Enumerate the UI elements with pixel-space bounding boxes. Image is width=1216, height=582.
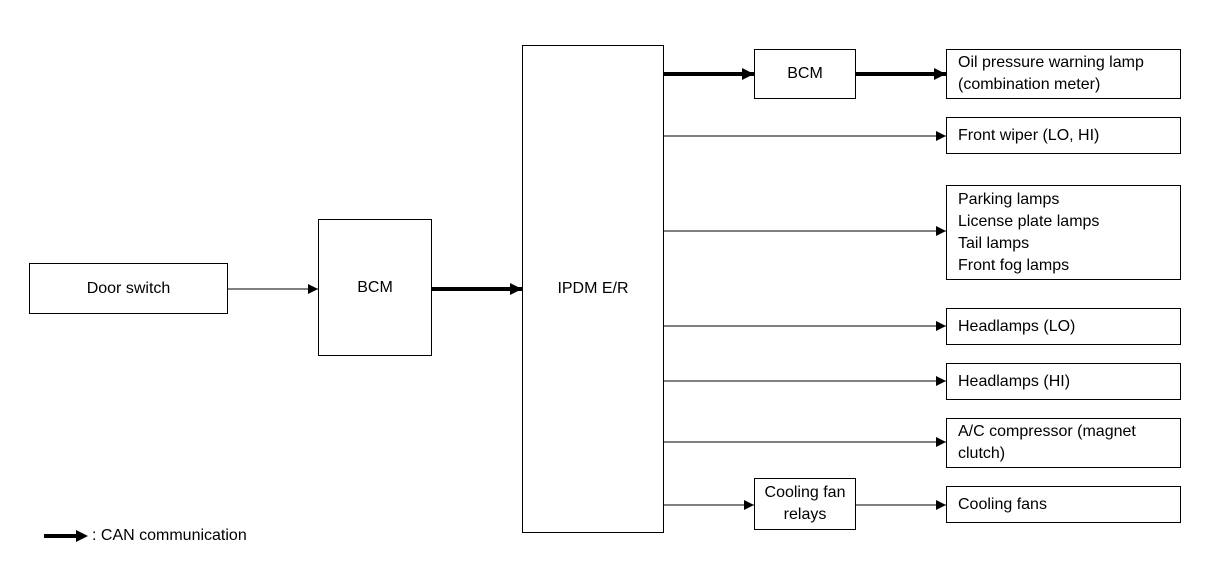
headlamps-hi-label: Headlamps (HI) xyxy=(958,372,1071,390)
cooling-fan-relays-line-2: relays xyxy=(783,506,827,523)
headlamps-lo-block: Headlamps (LO) xyxy=(946,308,1181,345)
parking-lamps-label: Parking lamps xyxy=(958,190,1060,208)
tail-lamps-label: Tail lamps xyxy=(958,234,1030,252)
bcm-input-block: BCM xyxy=(318,219,432,356)
headlamps-lo-label: Headlamps (LO) xyxy=(958,317,1076,335)
cooling-fans-label: Cooling fans xyxy=(958,495,1047,513)
cooling-fan-relays-line-1: Cooling fan xyxy=(764,484,846,501)
front-wiper-block: Front wiper (LO, HI) xyxy=(946,117,1181,154)
oil-pressure-lamp-line-2: (combination meter) xyxy=(958,76,1101,93)
cooling-fan-relays-block: Cooling fan relays xyxy=(754,478,856,530)
ipdm-block: IPDM E/R xyxy=(522,45,664,533)
bcm-output-block: BCM xyxy=(754,49,856,99)
oil-pressure-lamp-line-1: Oil pressure warning lamp xyxy=(958,54,1144,71)
headlamps-hi-block: Headlamps (HI) xyxy=(946,363,1181,400)
front-fog-lamps-label: Front fog lamps xyxy=(958,256,1070,274)
door-switch-label: Door switch xyxy=(86,279,171,297)
legend-can-label: : CAN communication xyxy=(92,527,247,544)
oil-pressure-lamp-block: Oil pressure warning lamp (combination m… xyxy=(946,49,1181,99)
front-wiper-label: Front wiper (LO, HI) xyxy=(958,126,1100,144)
legend: : CAN communication xyxy=(44,524,247,548)
ac-compressor-line-2: clutch) xyxy=(958,445,1006,462)
cooling-fans-block: Cooling fans xyxy=(946,486,1181,523)
ipdm-label: IPDM E/R xyxy=(557,280,629,297)
license-plate-lamps-label: License plate lamps xyxy=(958,212,1100,230)
bcm-output-label: BCM xyxy=(787,65,823,82)
ac-compressor-line-1: A/C compressor (magnet xyxy=(958,423,1136,440)
can-arrow-icon xyxy=(44,530,88,542)
door-switch-block: Door switch xyxy=(29,263,228,314)
lamps-block: Parking lamps License plate lamps Tail l… xyxy=(946,185,1181,280)
ac-compressor-block: A/C compressor (magnet clutch) xyxy=(946,418,1181,468)
bcm-input-label: BCM xyxy=(357,278,393,296)
